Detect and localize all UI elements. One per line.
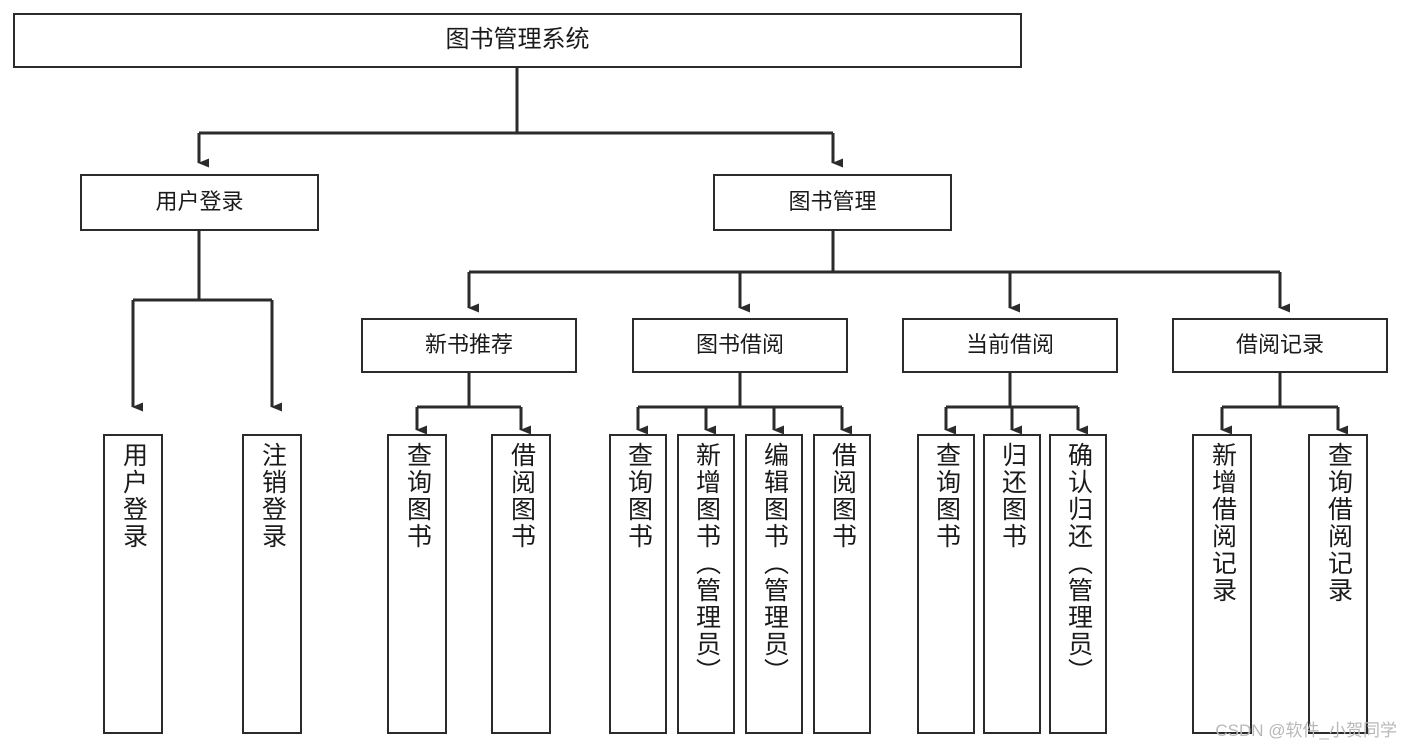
leaf-confirm-return[interactable]: 确认归还（管理员） (1049, 434, 1107, 734)
leaf-query-book-current[interactable]: 查询图书 (917, 434, 975, 734)
leaf-user-logout[interactable]: 注销登录 (242, 434, 302, 734)
leaf-borrow-book-recommend[interactable]: 借阅图书 (491, 434, 551, 734)
leaf-edit-book[interactable]: 编辑图书（管理员） (745, 434, 803, 734)
node-label: 编辑图书（管理员） (760, 442, 789, 685)
node-label: 新书推荐 (424, 332, 513, 358)
node-label: 用户登录 (155, 189, 244, 215)
node-label: 查询借阅记录 (1324, 442, 1353, 604)
leaf-add-borrow-record[interactable]: 新增借阅记录 (1192, 434, 1252, 734)
node-label: 图书管理系统 (445, 26, 590, 54)
node-label: 新增借阅记录 (1208, 442, 1237, 604)
leaf-query-book-recommend[interactable]: 查询图书 (387, 434, 447, 734)
node-user-login[interactable]: 用户登录 (80, 174, 319, 231)
node-book-management[interactable]: 图书管理 (713, 174, 952, 231)
node-label: 当前借阅 (965, 332, 1054, 358)
leaf-query-borrow-record[interactable]: 查询借阅记录 (1308, 434, 1368, 734)
node-label: 查询图书 (403, 442, 432, 550)
leaf-borrow-book[interactable]: 借阅图书 (813, 434, 871, 734)
node-root-book-management-system[interactable]: 图书管理系统 (13, 13, 1022, 68)
node-label: 借阅图书 (828, 442, 857, 550)
node-label: 新增图书（管理员） (692, 442, 721, 685)
node-label: 借阅图书 (507, 442, 536, 550)
node-borrow-record[interactable]: 借阅记录 (1172, 318, 1388, 373)
node-label: 用户登录 (119, 442, 148, 550)
leaf-user-login[interactable]: 用户登录 (103, 434, 163, 734)
leaf-add-book[interactable]: 新增图书（管理员） (677, 434, 735, 734)
node-label: 确认归还（管理员） (1064, 442, 1093, 685)
node-label: 注销登录 (258, 442, 287, 550)
node-book-borrow[interactable]: 图书借阅 (632, 318, 848, 373)
node-label: 归还图书 (998, 442, 1027, 550)
node-label: 图书借阅 (695, 332, 784, 358)
leaf-query-book-borrow[interactable]: 查询图书 (609, 434, 667, 734)
leaf-return-book[interactable]: 归还图书 (983, 434, 1041, 734)
node-label: 图书管理 (788, 189, 877, 215)
node-label: 借阅记录 (1235, 332, 1324, 358)
node-label: 查询图书 (932, 442, 961, 550)
node-label: 查询图书 (624, 442, 653, 550)
node-current-borrow[interactable]: 当前借阅 (902, 318, 1118, 373)
node-new-book-recommend[interactable]: 新书推荐 (361, 318, 577, 373)
